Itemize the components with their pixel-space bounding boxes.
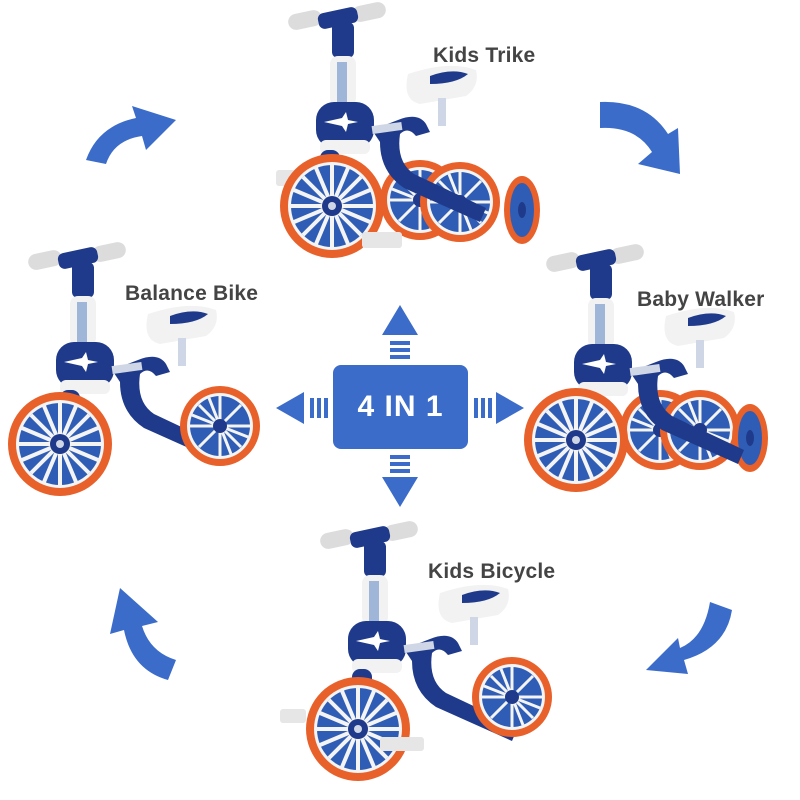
arrow-down-icon — [382, 455, 418, 507]
curved-arrow-bottom-right-icon — [646, 602, 732, 674]
label-balance-bike: Balance Bike — [125, 282, 259, 305]
four-in-one-title: 4 IN 1 — [357, 390, 444, 423]
arrow-up-icon — [382, 305, 418, 359]
label-kids-trike: Kids Trike — [433, 44, 536, 67]
arrow-right-icon — [474, 392, 524, 424]
four-in-one-badge: 4 IN 1 — [333, 365, 468, 449]
baby-walker-image — [522, 242, 768, 494]
balance-bike-image — [6, 240, 262, 498]
curved-arrow-top-right-icon — [600, 101, 680, 174]
kids-trike-image — [276, 0, 540, 260]
curved-arrow-bottom-left-icon — [110, 588, 176, 680]
label-baby-walker: Baby Walker — [637, 288, 765, 311]
curved-arrow-top-left-icon — [86, 106, 176, 164]
kids-bicycle-image — [280, 519, 554, 783]
arrow-left-icon — [276, 392, 328, 424]
label-kids-bicycle: Kids Bicycle — [428, 560, 556, 583]
